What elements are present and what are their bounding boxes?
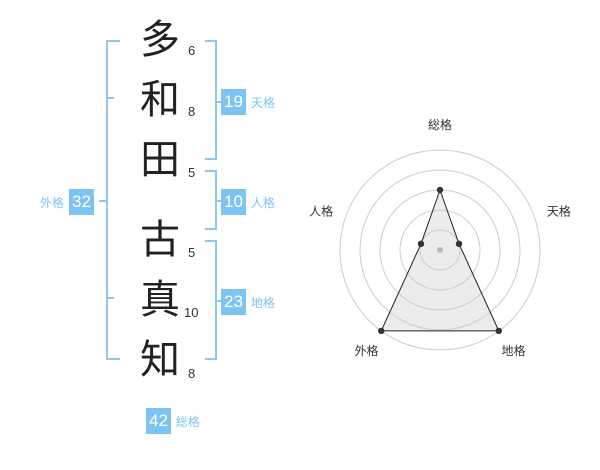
stroke-count-3: 5 [188,165,196,180]
radar-ring-1 [419,229,461,271]
stroke-count-2: 8 [188,104,196,119]
soukaku-score: 42 総格 [146,408,200,434]
gaikaku-value: 32 [69,189,94,215]
soukaku-value: 42 [146,408,171,434]
tenkaku-score: 19 天格 [221,89,275,115]
radar-axis-label-3: 地格 [501,343,525,358]
radar-axis-label-1: 総格 [428,117,452,132]
bracket-mark [106,297,114,299]
radar-center-dot [437,247,443,253]
radar-axis-label-5: 人格 [309,203,333,218]
name-char-2: 和 [140,77,180,123]
chikaku-score: 23 地格 [221,289,275,315]
name-char-1: 多 [140,17,180,63]
jinkaku-score: 10 人格 [221,189,275,215]
jinkaku-value: 10 [221,189,246,215]
gaikaku-bracket [106,40,120,360]
tenkaku-label: 天格 [250,95,275,110]
name-char-4: 古 [140,217,180,263]
gaikaku-score: 外格 32 [40,189,94,215]
bracket-mark [106,97,114,99]
radar-ring-4 [359,169,521,331]
name-char-6: 知 [140,337,180,383]
jinkaku-bracket-tick [216,200,221,202]
radar-point-3 [495,327,502,335]
stroke-count-4: 5 [188,245,196,260]
radar-point-1 [436,186,444,194]
radar-axis-label-4: 外格 [355,343,379,358]
chikaku-bracket-tick [216,300,221,302]
tenkaku-bracket [205,40,217,160]
stroke-count-5: 10 [184,305,199,320]
name-char-5: 真 [140,277,180,323]
radar-point-2 [455,240,463,248]
radar-ring-2 [399,209,481,291]
tenkaku-value: 19 [221,89,246,115]
chikaku-value: 23 [221,289,246,315]
tenkaku-bracket-tick [216,101,221,103]
radar-point-5 [417,240,425,248]
radar-axis-label-2: 天格 [547,203,571,218]
chikaku-label: 地格 [250,295,275,310]
gaikaku-bracket-tick [99,200,107,202]
soukaku-label: 総格 [175,414,200,429]
gaikaku-label: 外格 [40,195,65,210]
radar-ring-5 [339,149,541,351]
jinkaku-label: 人格 [250,195,275,210]
name-char-3: 田 [140,137,180,183]
radar-data-polygon [380,188,500,332]
stroke-count-6: 8 [188,366,196,381]
stroke-count-1: 6 [188,43,196,58]
radar-point-4 [378,327,385,335]
